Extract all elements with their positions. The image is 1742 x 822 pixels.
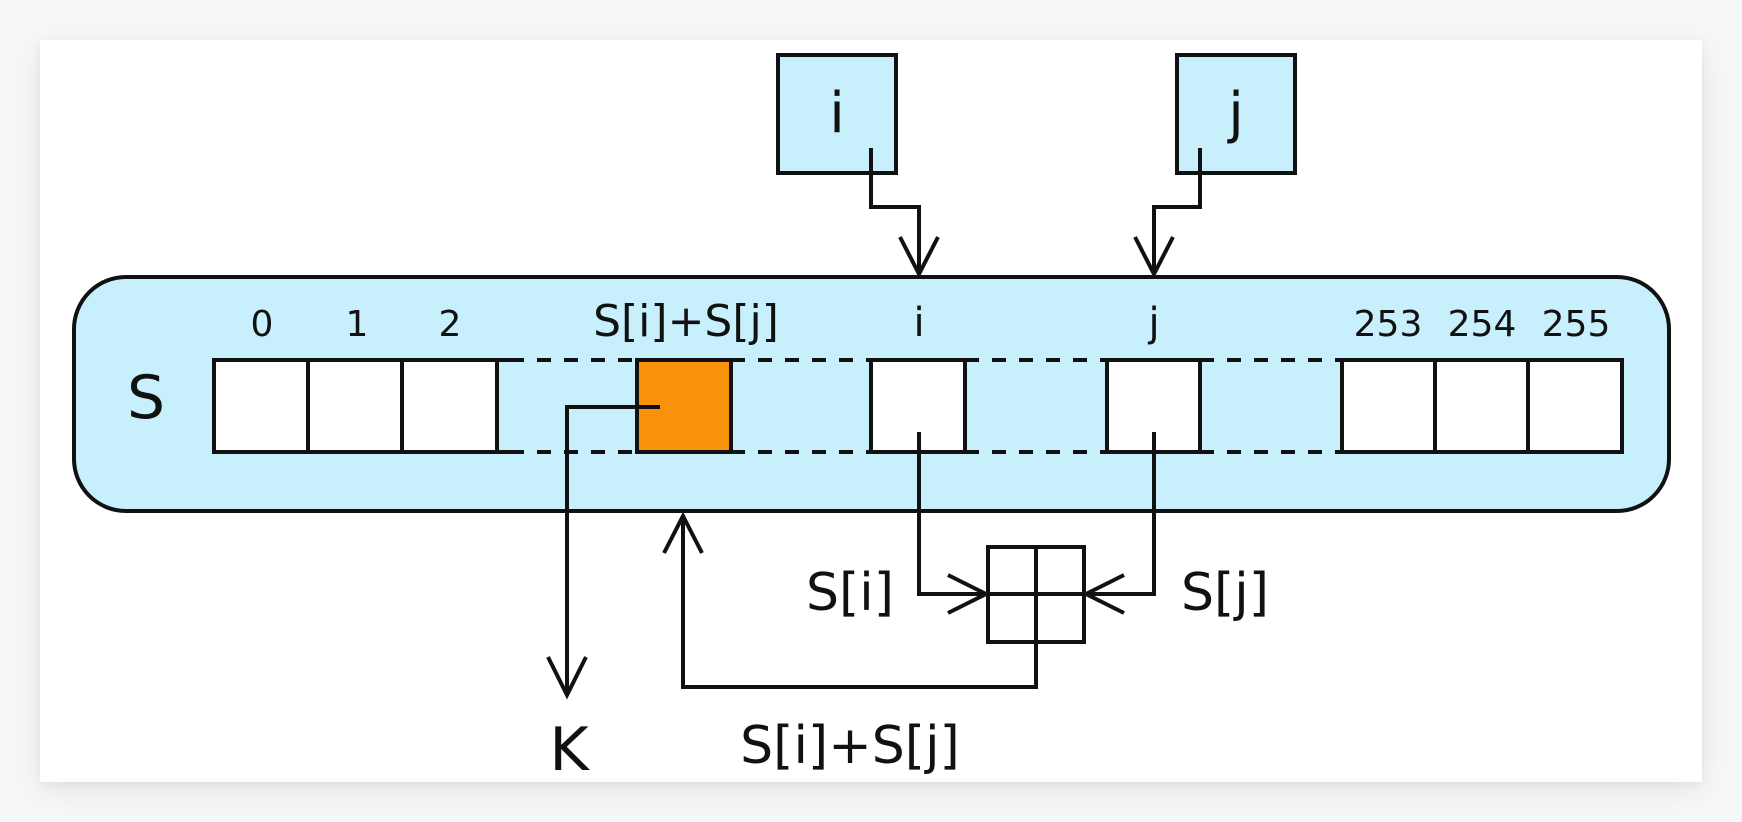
arrowhead-icon (662, 511, 704, 554)
trailing-cells: 253 254 255 (1340, 304, 1624, 454)
arrowhead-icon (898, 236, 940, 279)
pointer-j-box (1175, 53, 1297, 175)
adder-output-label: S[i]+S[j] (740, 716, 960, 776)
index-label: 2 (439, 304, 462, 345)
highlight-cell-group: S[i]+S[j] (593, 296, 779, 454)
pointer-i-label: i (829, 81, 845, 146)
state-array-name: S (127, 363, 165, 433)
arrowhead-icon (1133, 236, 1175, 279)
keystream-label: K (549, 715, 590, 785)
index-label: 255 (1542, 304, 1611, 345)
adder: S[i] S[j] S[i]+S[j] (662, 432, 1269, 776)
index-label: i (913, 300, 924, 346)
keystream-output: K (546, 405, 660, 785)
adder-input-right-label: S[j] (1181, 563, 1269, 623)
arrowhead-icon (546, 656, 588, 700)
index-label: S[i]+S[j] (593, 296, 779, 347)
adder-input-right-connector (1086, 432, 1156, 596)
pointer-j-label: j (1226, 81, 1244, 146)
keystream-connector (565, 405, 660, 695)
index-label: j (1147, 300, 1159, 346)
pointer-j-connector (1152, 148, 1202, 274)
index-label: 1 (346, 304, 369, 345)
array-cell (212, 358, 310, 454)
adder-input-left-label: S[i] (806, 563, 894, 623)
index-label: 0 (251, 304, 274, 345)
adder-input-left-connector (917, 432, 986, 596)
arrowhead-icon (947, 573, 991, 615)
adder-output-connector (681, 516, 1038, 689)
array-ellipsis-rails (510, 358, 1342, 454)
leading-cells: 0 1 2 (212, 304, 510, 454)
pointer-i-box (776, 53, 898, 175)
pointer-i: i (776, 53, 940, 279)
array-cell (400, 358, 499, 454)
array-cell (1433, 358, 1530, 454)
array-cell (306, 358, 404, 454)
arrowhead-icon (1081, 573, 1125, 615)
index-label: 254 (1448, 304, 1517, 345)
array-cell (1526, 358, 1624, 454)
array-cell (1340, 358, 1437, 454)
index-label: 253 (1354, 304, 1423, 345)
pointer-j: j (1133, 53, 1297, 279)
pointer-i-connector (869, 148, 921, 274)
